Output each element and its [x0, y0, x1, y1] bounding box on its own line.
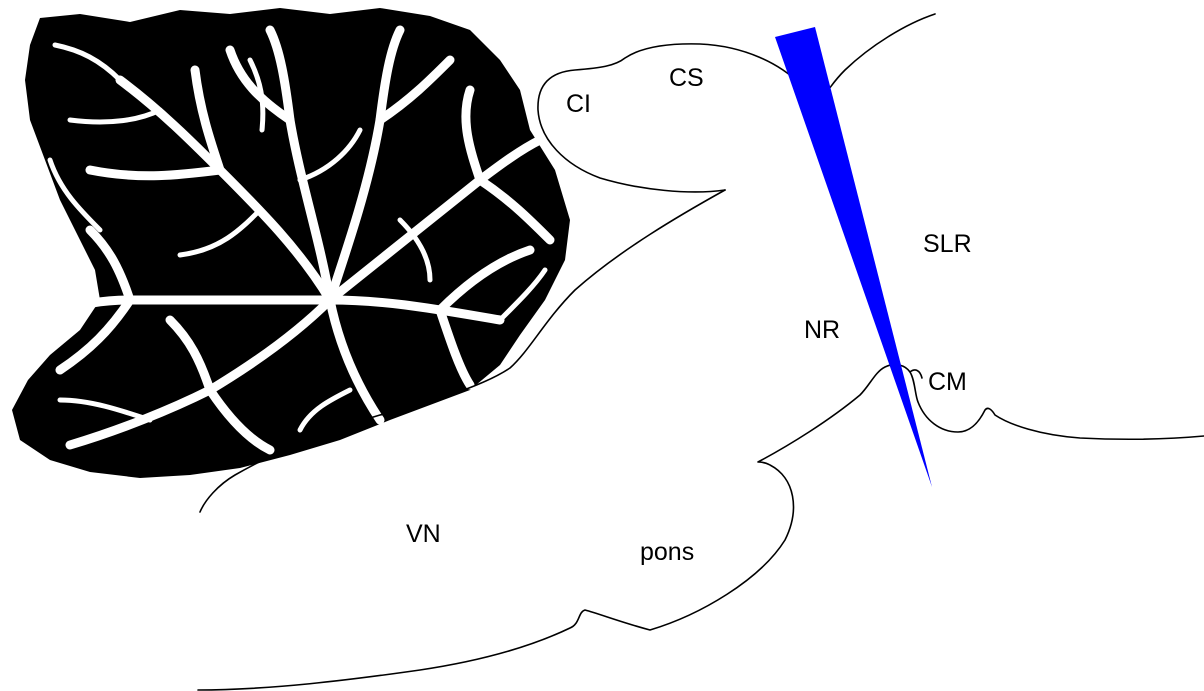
cerebellum	[12, 8, 570, 478]
label-slr: SLR	[923, 230, 972, 258]
label-cs: CS	[669, 64, 704, 92]
label-nr: NR	[804, 316, 840, 344]
electrode-track	[775, 27, 932, 487]
label-cm: CM	[928, 368, 967, 396]
tectum-outline	[815, 14, 935, 110]
label-vn: VN	[406, 520, 441, 548]
label-ci: CI	[566, 90, 591, 118]
label-pons: pons	[640, 538, 694, 566]
